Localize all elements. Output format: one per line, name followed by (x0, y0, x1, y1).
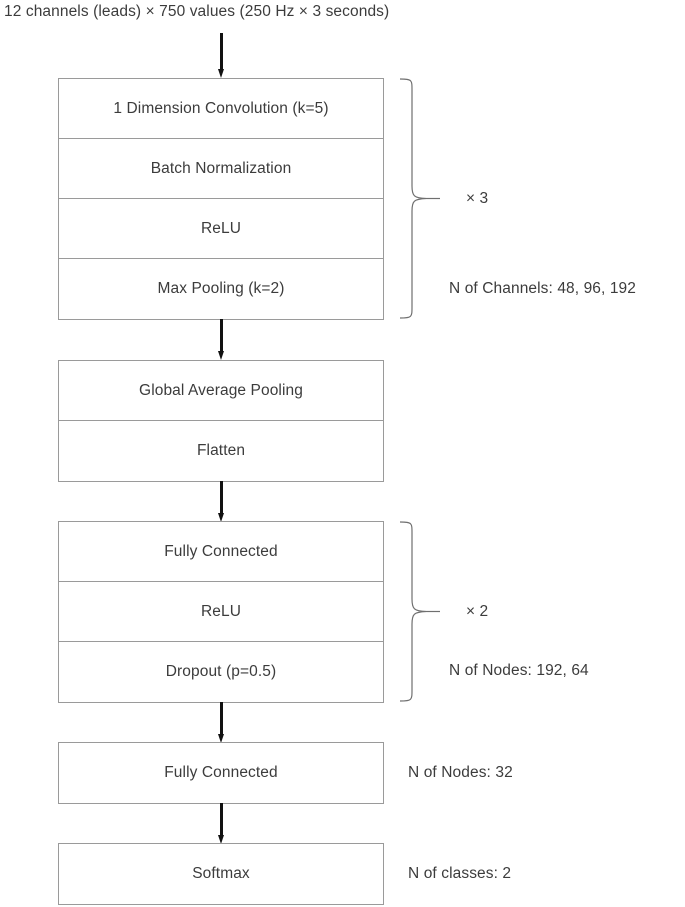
dense-block-brace (398, 521, 444, 702)
input-shape-label: 12 channels (leads) × 750 values (250 Hz… (4, 3, 390, 20)
softmax-classes-annotation: N of classes: 2 (408, 865, 512, 882)
layer-relu: ReLU (59, 199, 383, 259)
layer-batch-normalization: Batch Normalization (59, 139, 383, 199)
layer-conv1d: 1 Dimension Convolution (k=5) (59, 79, 383, 139)
conv-block-repeat-label: × 3 (466, 190, 489, 207)
layer-max-pooling: Max Pooling (k=2) (157, 280, 285, 297)
conv-block-brace (398, 78, 444, 319)
layer-softmax: Softmax (192, 865, 250, 882)
pooling-block-group: Global Average Pooling Flatten (58, 360, 384, 482)
softmax-block-group: Softmax (58, 843, 384, 905)
layer-fully-connected-output: Fully Connected (164, 764, 278, 781)
dense-block-group: Fully Connected ReLU Dropout (p=0.5) (58, 521, 384, 703)
layer-dropout: Dropout (p=0.5) (165, 663, 277, 680)
layer-relu-dense: ReLU (59, 582, 383, 642)
arrow-input-to-conv (218, 33, 225, 78)
dense-block-repeat-label: × 2 (466, 603, 489, 620)
arrow-pooling-to-dense (218, 481, 225, 522)
conv-block-channels-annotation: N of Channels: 48, 96, 192 (449, 280, 637, 297)
output-dense-block-group: Fully Connected (58, 742, 384, 804)
arrow-conv-to-pooling (218, 319, 225, 360)
arrow-output-dense-to-softmax (218, 803, 225, 844)
conv-block-group: 1 Dimension Convolution (k=5) Batch Norm… (58, 78, 384, 320)
layer-flatten: Flatten (196, 442, 246, 459)
dense-block-nodes-annotation: N of Nodes: 192, 64 (449, 662, 589, 679)
layer-fully-connected: Fully Connected (59, 522, 383, 582)
arrow-dense-to-output-dense (218, 702, 225, 743)
layer-global-average-pooling: Global Average Pooling (59, 361, 383, 421)
output-dense-nodes-annotation: N of Nodes: 32 (408, 764, 513, 781)
